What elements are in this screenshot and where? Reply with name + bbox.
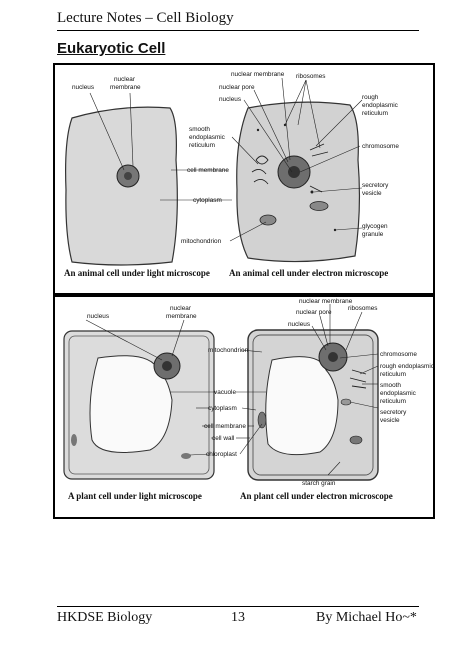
label-plant-mitochondrion: mitochondrion [208, 347, 249, 354]
plant-light-cell [63, 330, 215, 480]
label-cell-membrane: cell membrane [187, 167, 229, 174]
footer-page-number: 13 [231, 610, 245, 625]
header-rule [57, 30, 419, 31]
label-plant-cytoplasm: cytoplasm [208, 405, 237, 412]
animal-light-cell [65, 106, 178, 266]
label-plant-smooth-er-3: reticulum [380, 398, 406, 405]
label-plant-starch-grain: starch grain [302, 480, 336, 487]
label-plant-ribosomes: ribosomes [348, 305, 377, 312]
label-plant-em-nucleus: nucleus [288, 321, 310, 328]
label-chromosome: chromosome [362, 143, 399, 150]
label-plant-secretory-1: secretory [380, 409, 407, 416]
label-rough-er-1: rough [362, 94, 379, 101]
label-plant-nuclear-pore: nuclear pore [296, 309, 332, 316]
diagram-frame [53, 63, 435, 519]
label-nuclear-membrane-1: nuclear [114, 76, 136, 83]
label-nuclear-membrane-2: membrane [110, 84, 141, 91]
footer-course: HKDSE Biology [57, 610, 153, 625]
label-plant-vacuole: vacuole [214, 389, 236, 396]
plant-em-cell [247, 329, 379, 481]
plant-light-caption: A plant cell under light microscope [68, 491, 202, 501]
label-secretory-1: secretory [362, 182, 389, 189]
label-plant-em-nuclear-membrane: nuclear membrane [299, 298, 353, 305]
section-title: Eukaryotic Cell [57, 40, 166, 57]
label-plant-secretory-2: vesicle [380, 417, 400, 424]
label-mitochondrion: mitochondrion [181, 238, 222, 245]
label-nuclear-pore: nuclear pore [219, 84, 255, 91]
label-em-nuclear-membrane: nuclear membrane [231, 71, 285, 78]
label-smooth-er-2: endoplasmic [189, 134, 226, 141]
label-rough-er-3: reticulum [362, 110, 388, 117]
diagram-divider [53, 293, 435, 297]
animal-em-caption: An animal cell under electron microscope [229, 268, 388, 278]
label-plant-rough-er-2: reticulum [380, 371, 406, 378]
label-plant-cell-membrane: cell membrane [204, 423, 246, 430]
label-plant-nuclear-membrane-1: nuclear [170, 305, 192, 312]
label-plant-cell-wall: cell wall [212, 435, 234, 442]
label-plant-chromosome: chromosome [380, 351, 417, 358]
label-cytoplasm: cytoplasm [193, 197, 222, 204]
label-rough-er-2: endoplasmic [362, 102, 399, 109]
label-plant-nuclear-membrane-2: membrane [166, 313, 197, 320]
page-header: Lecture Notes – Cell Biology [57, 10, 234, 26]
label-plant-smooth-er-1: smooth [380, 382, 401, 389]
label-glycogen-2: granule [362, 231, 384, 238]
animal-light-caption: An animal cell under light microscope [64, 268, 210, 278]
label-ribosomes: ribosomes [296, 73, 325, 80]
animal-em-cell [236, 101, 361, 263]
label-plant-chloroplast: chloroplast [206, 451, 237, 458]
label-em-nucleus: nucleus [219, 96, 241, 103]
label-glycogen-1: glycogen [362, 223, 388, 230]
plant-em-caption: An plant cell under electron microscope [240, 491, 393, 501]
footer-rule [57, 606, 419, 607]
label-secretory-2: vesicle [362, 190, 382, 197]
label-plant-nucleus: nucleus [87, 313, 109, 320]
label-smooth-er-1: smooth [189, 126, 210, 133]
label-plant-rough-er-1: rough endoplasmic [380, 363, 435, 370]
label-plant-smooth-er-2: endoplasmic [380, 390, 417, 397]
footer-author: By Michael Ho~* [316, 610, 417, 625]
label-smooth-er-3: reticulum [189, 142, 215, 149]
label-nucleus: nucleus [72, 84, 94, 91]
